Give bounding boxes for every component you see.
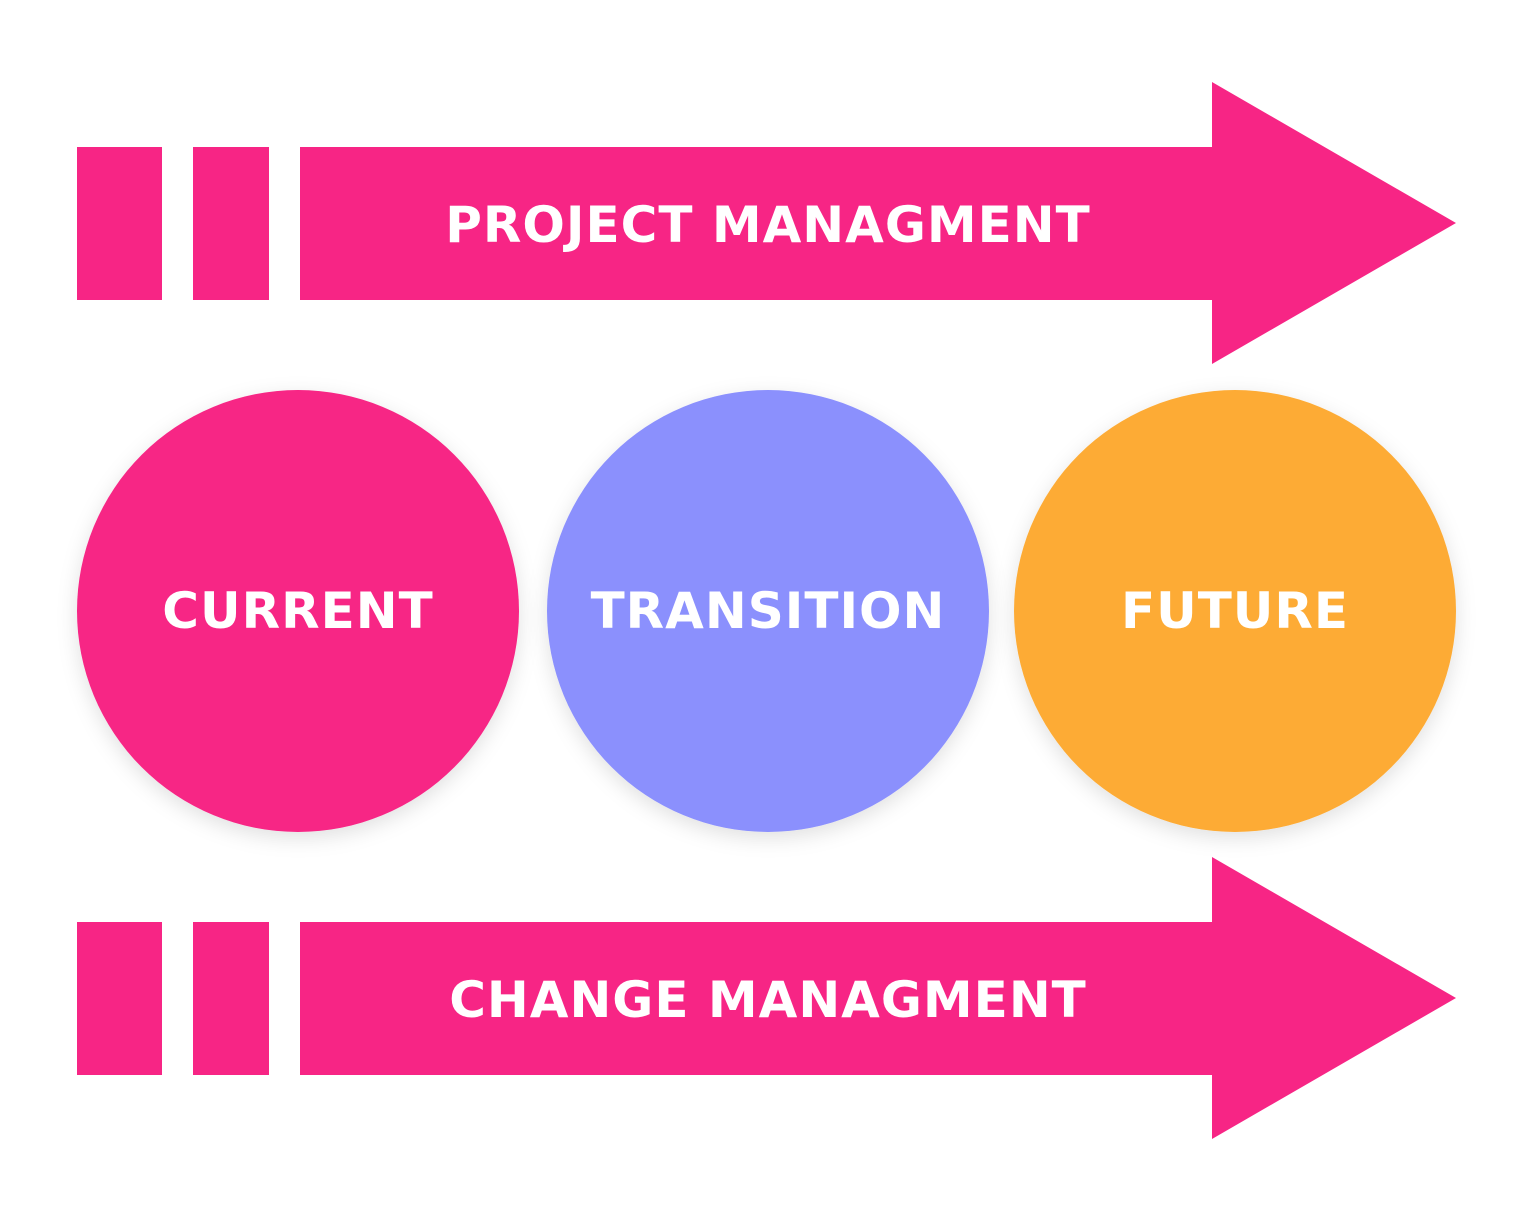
stage-transition-label: TRANSITION	[591, 582, 946, 640]
stage-current-label: CURRENT	[162, 582, 433, 640]
bottom-arrow-tail-block-2	[193, 922, 269, 1075]
top-arrow-tail-block-1	[77, 147, 162, 300]
top-arrow-label: PROJECT MANAGMENT	[445, 196, 1091, 254]
stage-future: FUTURE	[1014, 390, 1456, 832]
stage-transition-circle	[547, 390, 989, 832]
change-management-arrow: CHANGE MANAGMENT	[77, 857, 1456, 1139]
top-arrow-tail-block-2	[193, 147, 269, 300]
stage-transition: TRANSITION	[547, 390, 989, 832]
bottom-arrow-body	[300, 857, 1456, 1139]
stage-current-circle	[77, 390, 519, 832]
stage-current: CURRENT	[77, 390, 519, 832]
bottom-arrow-label: CHANGE MANAGMENT	[449, 971, 1087, 1029]
top-arrow-body	[300, 82, 1456, 364]
stage-future-circle	[1014, 390, 1456, 832]
bottom-arrow-tail-block-1	[77, 922, 162, 1075]
stage-future-label: FUTURE	[1121, 582, 1349, 640]
project-management-arrow: PROJECT MANAGMENT	[77, 82, 1456, 364]
